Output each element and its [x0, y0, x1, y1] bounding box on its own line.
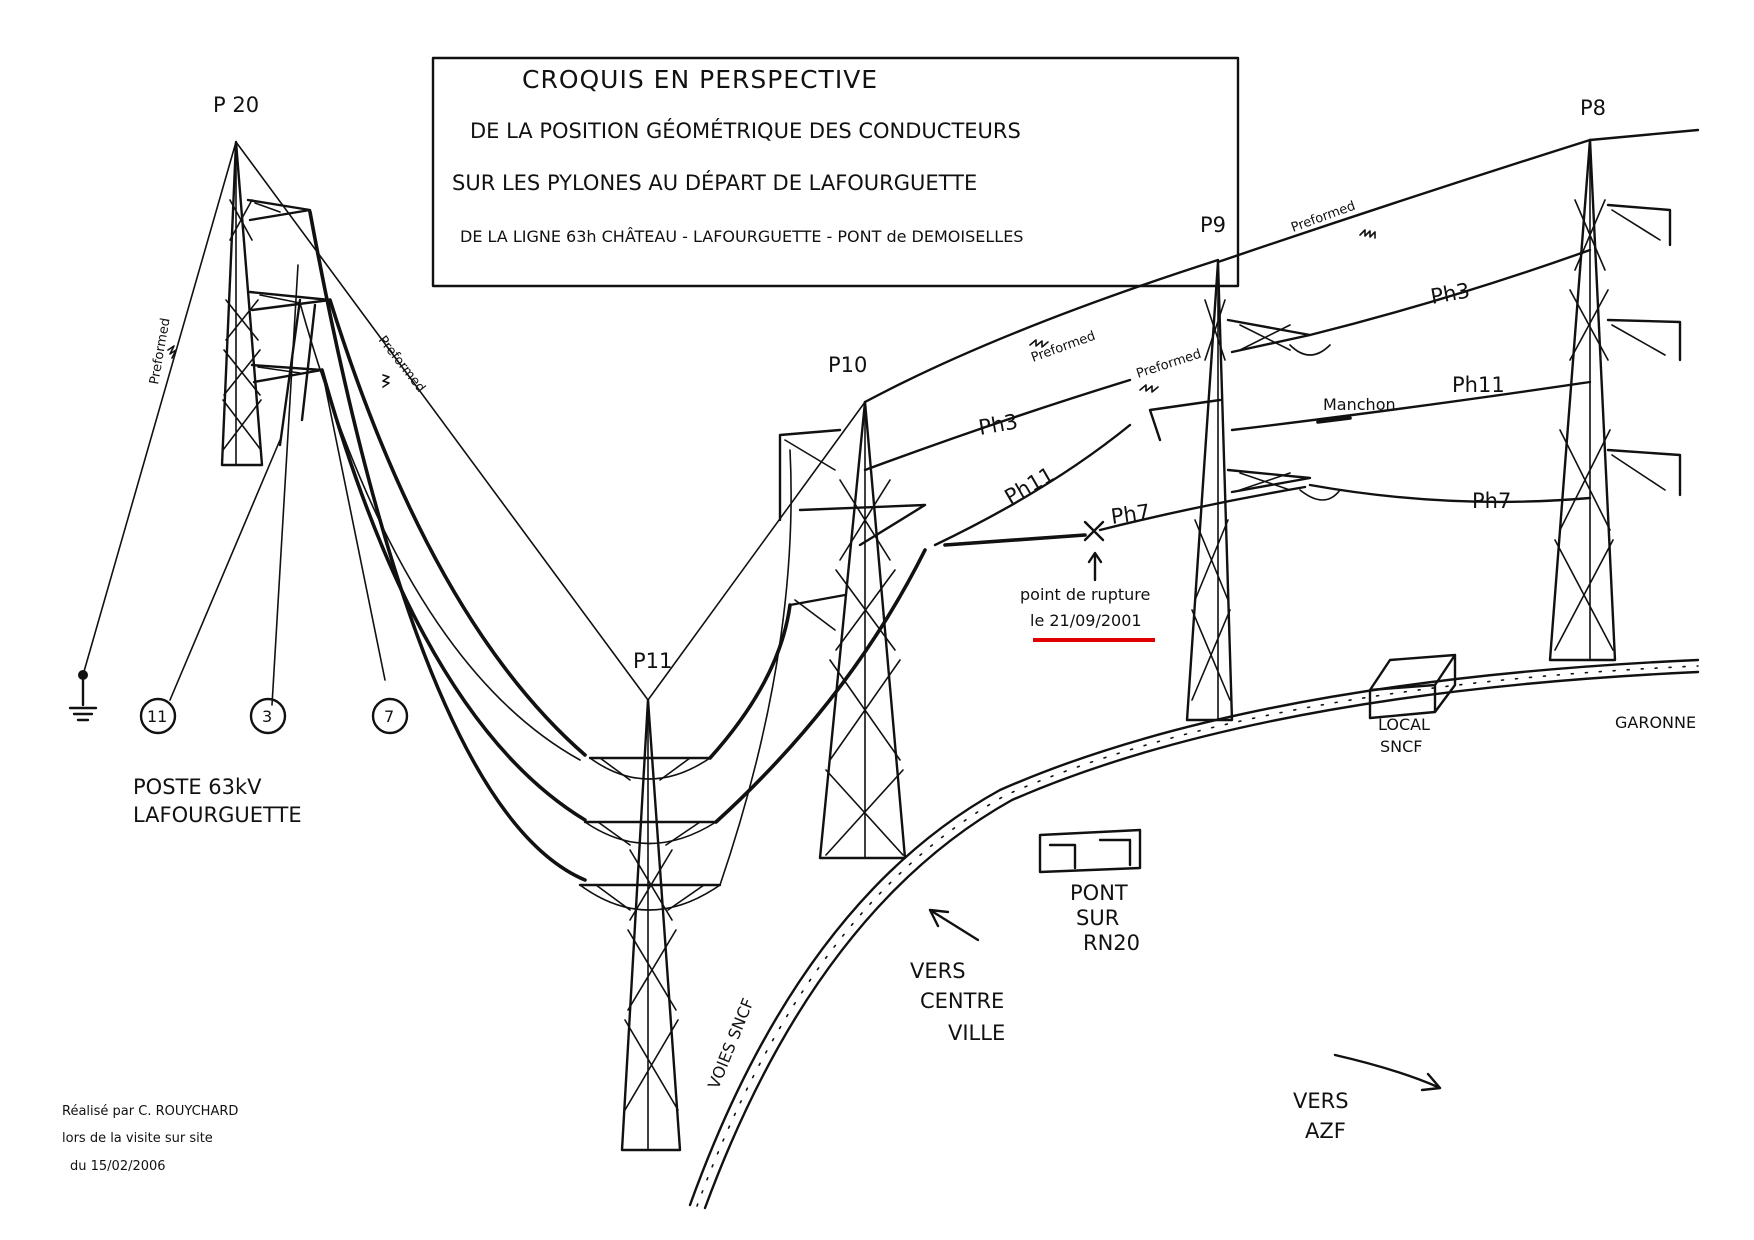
phase-label-ph7-right: Ph7: [1472, 489, 1511, 513]
phase-label-ph7-mid: Ph7: [1109, 500, 1151, 529]
pylon-label-p10: P10: [828, 353, 867, 377]
pylon-p10: P10: [778, 353, 927, 860]
pylon-p8: P8: [1548, 96, 1682, 662]
pylon-label-p9: P9: [1200, 213, 1226, 237]
pylon-label-p8: P8: [1580, 96, 1606, 120]
title-line-3: SUR LES PYLONES AU DÉPART DE LAFOURGUETT…: [452, 170, 977, 195]
author-note: Réalisé par C. ROUYCHARD lors de la visi…: [62, 1104, 238, 1174]
direction-azf: VERS AZF: [1293, 1053, 1442, 1143]
author-line-2: lors de la visite sur site: [62, 1131, 213, 1146]
voies-sncf-label: VOIES SNCF: [704, 996, 758, 1092]
pylon-p20: P 20: [68, 93, 386, 722]
pont-line-3: RN20: [1083, 931, 1140, 955]
pont-line-2: SUR: [1076, 906, 1119, 930]
preformed-label-2: Preformed: [375, 333, 428, 395]
terminal-7: 7: [384, 707, 394, 726]
preformed-label-4: Preformed: [1135, 347, 1204, 382]
phase-label-ph3-mid: Ph3: [977, 409, 1020, 439]
substation-terminals: 11 3 7: [139, 697, 409, 735]
local-sncf-line-2: SNCF: [1380, 737, 1423, 756]
pylon-label-p11: P11: [633, 649, 672, 673]
railway: [688, 658, 1700, 1210]
phase-label-ph11-right: Ph11: [1452, 373, 1505, 397]
author-line-3: du 15/02/2006: [70, 1159, 166, 1174]
local-sncf: LOCAL SNCF: [1368, 653, 1457, 756]
title-line-2: DE LA POSITION GÉOMÉTRIQUE DES CONDUCTEU…: [470, 118, 1021, 143]
substation-label: POSTE 63kV LAFOURGUETTE: [133, 775, 302, 827]
preformed-label-3: Preformed: [1029, 329, 1097, 366]
rupture-label-1: point de rupture: [1020, 585, 1150, 604]
conductors-p11-p10: [647, 401, 927, 886]
pylon-label-p20: P 20: [213, 93, 259, 117]
manchon-label: Manchon: [1323, 395, 1396, 414]
local-sncf-line-1: LOCAL: [1378, 715, 1430, 734]
conductors-p9-p8: [1216, 128, 1700, 504]
garonne-label: GARONNE: [1615, 713, 1696, 732]
phase-label-ph3-right: Ph3: [1429, 278, 1472, 308]
pont-rn20: PONT SUR RN20: [1038, 828, 1142, 955]
title-line-1: CROQUIS EN PERSPECTIVE: [522, 65, 878, 94]
title-box: CROQUIS EN PERSPECTIVE DE LA POSITION GÉ…: [431, 56, 1240, 288]
centre-line-1: VERS: [910, 959, 966, 983]
direction-centre-ville: VERS CENTRE VILLE: [910, 908, 1005, 1045]
title-line-4: DE LA LIGNE 63h CHÂTEAU - LAFOURGUETTE -…: [460, 227, 1023, 246]
phase-label-ph11-mid: Ph11: [1001, 462, 1059, 509]
centre-line-3: VILLE: [948, 1021, 1005, 1045]
terminal-3: 3: [262, 707, 272, 726]
rupture-label-2: le 21/09/2001: [1030, 611, 1142, 630]
pylon-p11: P11: [578, 649, 722, 1152]
conductors-p20-p11: [235, 141, 649, 882]
terminal-11: 11: [147, 707, 167, 726]
pylon-p9: P9: [1148, 213, 1341, 722]
preformed-label-5: Preformed: [1289, 199, 1357, 236]
pont-line-1: PONT: [1070, 881, 1128, 905]
substation-line-1: POSTE 63kV: [133, 775, 262, 799]
substation-line-2: LAFOURGUETTE: [133, 803, 302, 827]
rupture-point: point de rupture le 21/09/2001: [1020, 520, 1155, 642]
author-line-1: Réalisé par C. ROUYCHARD: [62, 1104, 238, 1119]
centre-line-2: CENTRE: [920, 989, 1004, 1013]
azf-line-1: VERS: [1293, 1089, 1349, 1113]
azf-line-2: AZF: [1305, 1119, 1346, 1143]
conductors-p10-p9: [863, 258, 1307, 547]
